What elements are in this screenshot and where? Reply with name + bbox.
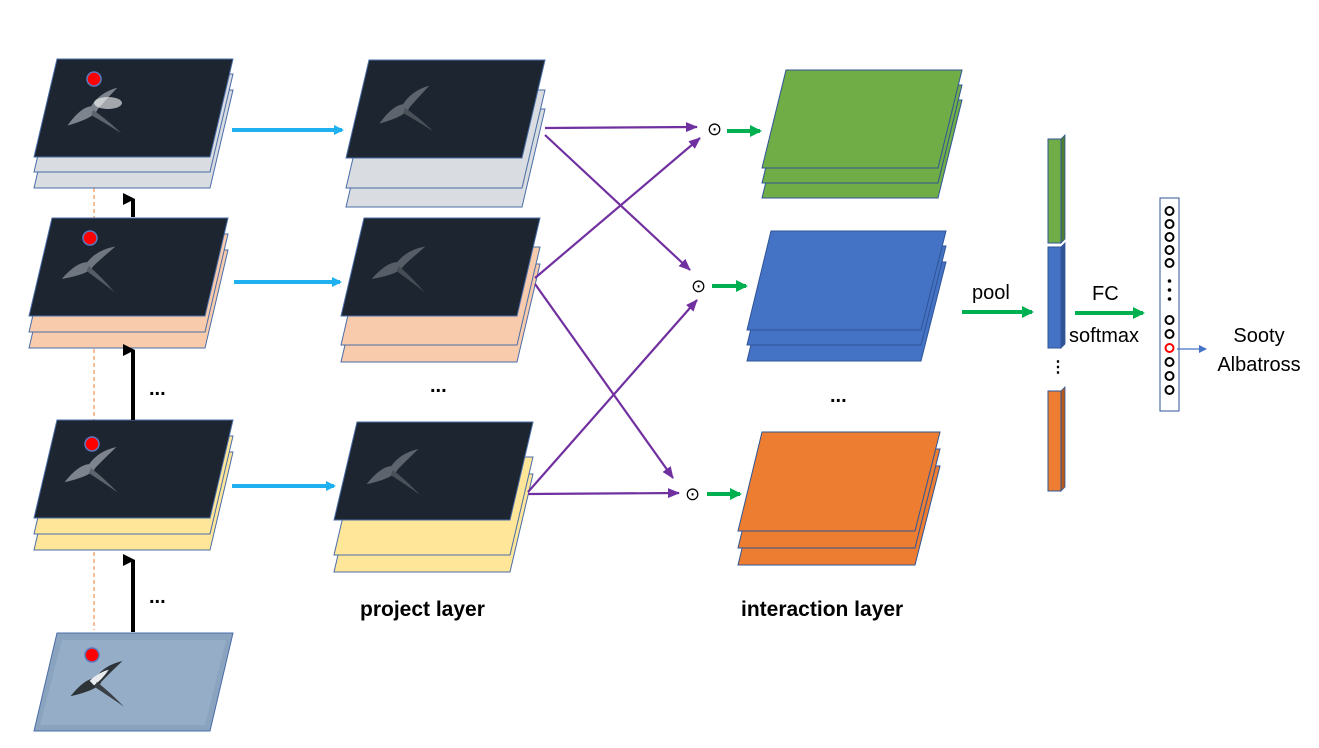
cross-arrow-3-to-3 [527, 488, 680, 499]
output-neuron [1164, 232, 1175, 242]
interaction-green-layer-front [761, 69, 963, 169]
project-stack-3 [333, 421, 534, 573]
output-neuron [1164, 206, 1175, 216]
backbone-stack-2-feature-map [28, 217, 229, 317]
red-dot-icon [86, 71, 102, 87]
pooled-segment-blue-side [1060, 242, 1066, 349]
project-stack-1-feature-map [345, 59, 546, 159]
output-neuron [1164, 385, 1175, 395]
ellipsis-backbone-2: ... [149, 586, 166, 608]
prediction-label-line1: Sooty [1233, 325, 1284, 347]
bird-silhouette-icon [371, 246, 426, 293]
backbone-stack-2 [28, 217, 229, 349]
output-neuron [1164, 219, 1175, 229]
pool-label: pool [972, 282, 1010, 304]
bird-silhouette-icon [61, 246, 116, 293]
output-neuron [1164, 357, 1175, 367]
interaction-stack-blue [746, 230, 947, 362]
cross-connections [527, 122, 701, 499]
red-dot-icon [82, 230, 98, 246]
pooled-vertical-dots: ⋮ [1050, 359, 1066, 376]
interaction-stack-green [761, 69, 963, 199]
cross-arrow-2-to-3 [534, 283, 674, 479]
output-neuron [1164, 258, 1175, 268]
input-image-water-tint [40, 640, 226, 725]
interaction-stack-orange [737, 431, 941, 566]
interaction-layer-label: interaction layer [741, 598, 903, 621]
backbone-stack-1 [33, 58, 234, 189]
backbone-stack-1-feature-map [33, 58, 234, 158]
output-dot [1167, 279, 1172, 283]
bird-silhouette-icon [366, 449, 420, 495]
cross-arrow-1-to-1 [544, 122, 698, 133]
fc-label: FC [1092, 283, 1119, 305]
project-stack-2 [340, 217, 541, 363]
pooled-vector: ⋮ [1047, 134, 1066, 492]
interaction-orange-layer-front [737, 431, 941, 532]
pooled-segment-green [1047, 138, 1062, 244]
output-neuron-column [1159, 197, 1180, 412]
prediction-label-line2: Albatross [1217, 354, 1300, 376]
interaction-blue-layer-front [746, 230, 947, 331]
hadamard-symbol-2: ⊙ [691, 276, 706, 296]
glow-spot [94, 97, 122, 109]
bird-silhouette-icon [379, 85, 434, 132]
input-image [33, 632, 234, 732]
output-dot [1167, 288, 1172, 292]
cross-arrow-3-to-2 [527, 299, 698, 493]
bird-silhouette-icon [64, 447, 118, 493]
pooled-segment-green-side [1060, 134, 1066, 244]
softmax-label: softmax [1069, 325, 1139, 347]
project-stack-3-feature-map [333, 421, 534, 521]
bird-silhouette-icon [70, 661, 124, 707]
pooled-segment-orange-side [1060, 386, 1066, 492]
pooled-segment-orange [1047, 390, 1062, 492]
red-dot-icon [84, 647, 100, 663]
red-dot-icon [84, 436, 100, 452]
output-neuron [1164, 315, 1175, 325]
output-neuron [1164, 245, 1175, 255]
hadamard-symbol-1: ⊙ [707, 119, 722, 139]
project-layer-label: project layer [360, 598, 485, 621]
ellipsis-project: ... [430, 375, 447, 397]
output-dot [1167, 297, 1172, 301]
ellipsis-backbone-1: ... [149, 378, 166, 400]
pooled-segment-blue [1047, 246, 1062, 349]
output-neuron [1164, 371, 1175, 381]
project-stack-1 [345, 59, 546, 208]
cross-arrow-2-to-1 [534, 137, 701, 279]
output-neuron-selected [1164, 343, 1175, 353]
backbone-stack-3-feature-map [33, 419, 234, 519]
project-stack-2-feature-map [340, 217, 541, 317]
backbone-stack-3 [33, 419, 234, 551]
ellipsis-interaction: ... [830, 385, 847, 407]
cross-arrow-1-to-2 [544, 134, 691, 271]
hadamard-symbol-3: ⊙ [685, 484, 700, 504]
output-neuron [1164, 329, 1175, 339]
